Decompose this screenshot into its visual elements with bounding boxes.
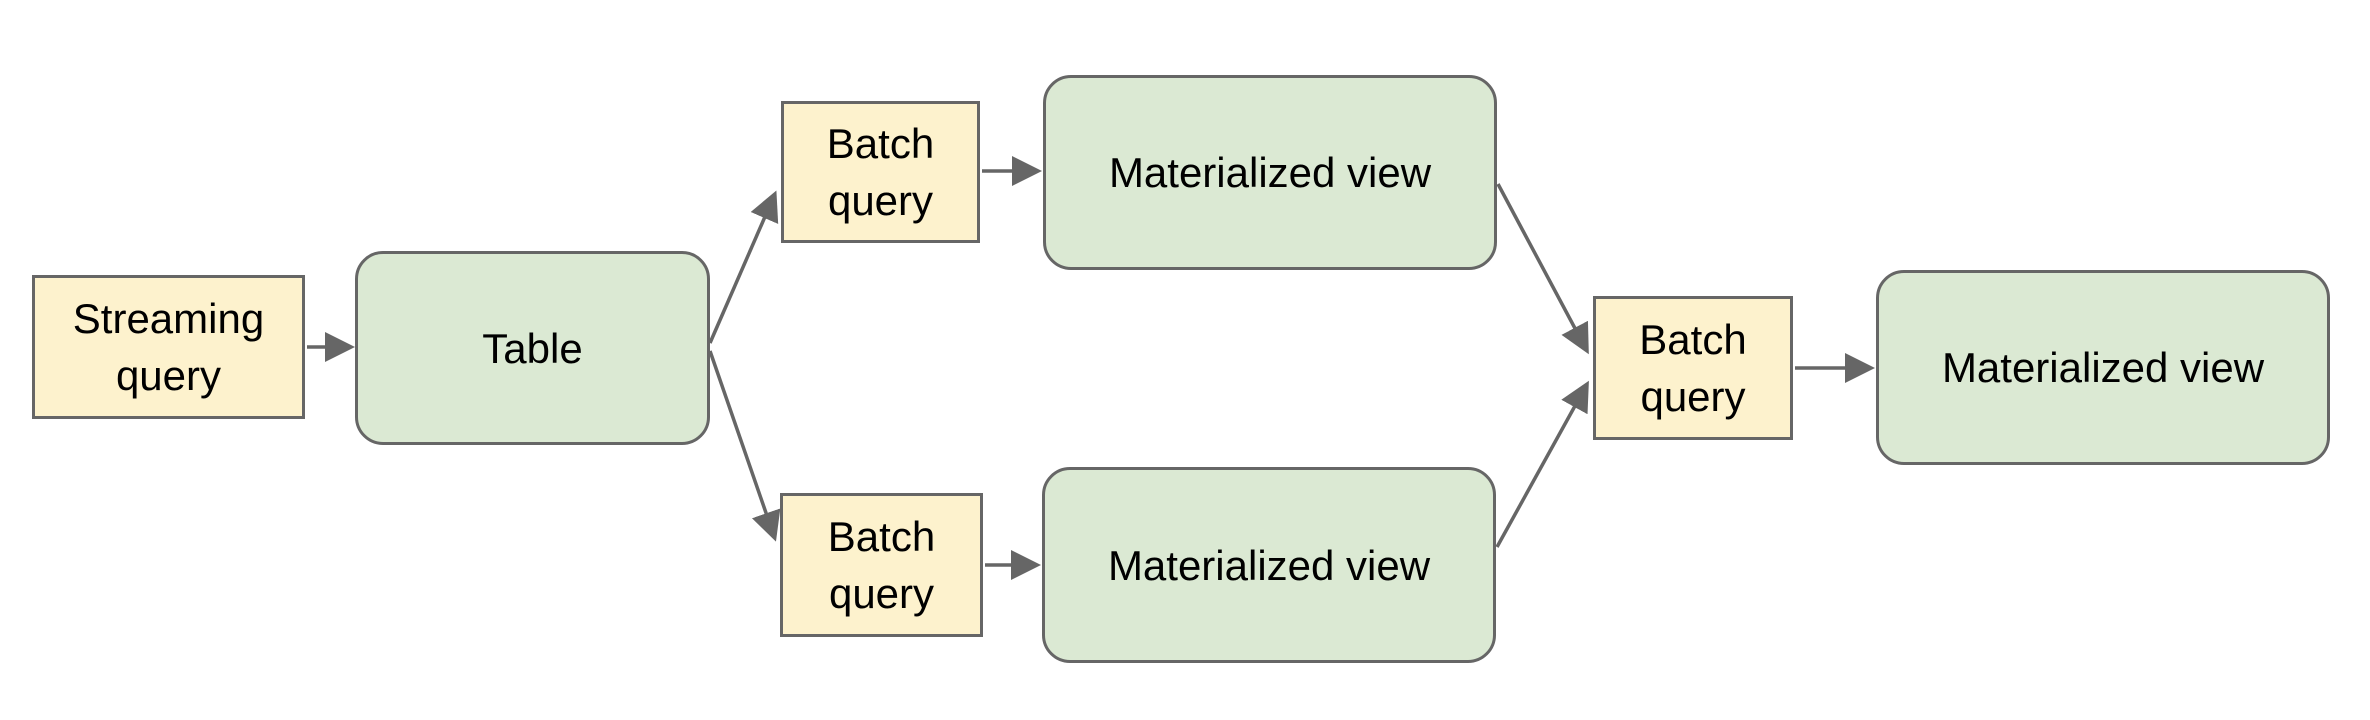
node-batch-query-top: Batch query — [781, 101, 980, 243]
node-table: Table — [355, 251, 710, 445]
node-materialized-view-bottom-label: Materialized view — [1107, 541, 1431, 589]
node-batch-query-final: Batch query — [1593, 296, 1793, 440]
node-materialized-view-bottom: Materialized view — [1042, 467, 1496, 663]
node-streaming-query: Streaming query — [32, 275, 305, 419]
node-batch-query-bottom: Batch query — [780, 493, 983, 637]
edge-table-to-batch-query-top — [708, 190, 779, 344]
edge-materialized-view-bottom-to-batch-query-final — [1495, 380, 1589, 548]
node-materialized-view-final: Materialized view — [1876, 270, 2330, 465]
node-streaming-query-label: Streaming query — [72, 295, 265, 399]
node-batch-query-final-label: Batch query — [1639, 316, 1747, 420]
node-materialized-view-top: Materialized view — [1043, 75, 1497, 270]
node-materialized-view-final-label: Materialized view — [1941, 344, 2265, 391]
node-batch-query-bottom-label: Batch query — [827, 513, 936, 617]
node-table-label: Table — [482, 324, 583, 372]
node-materialized-view-top-label: Materialized view — [1108, 149, 1432, 196]
node-batch-query-top-label: Batch query — [826, 120, 935, 224]
edge-table-to-batch-query-bottom — [708, 350, 781, 542]
edge-materialized-view-top-to-batch-query-final — [1496, 183, 1589, 355]
